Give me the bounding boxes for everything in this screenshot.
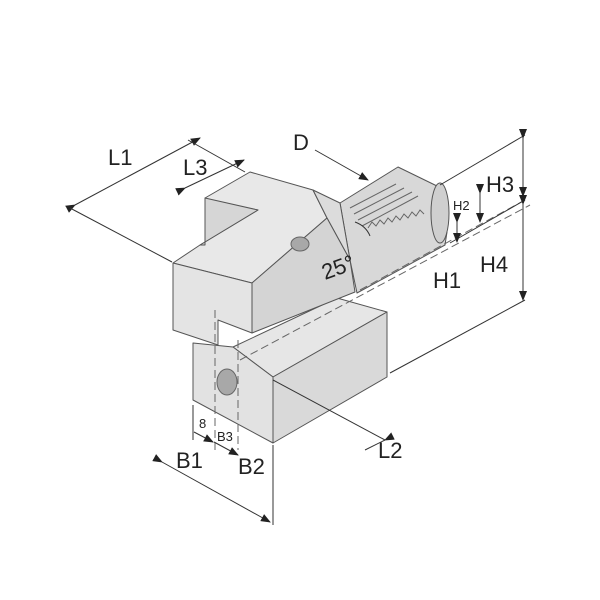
label-B2: B2 bbox=[238, 454, 265, 479]
hole-upper bbox=[290, 236, 310, 252]
label-H2: H2 bbox=[453, 198, 470, 213]
label-H3: H3 bbox=[486, 172, 514, 197]
hole-lower bbox=[216, 368, 238, 396]
label-L2: L2 bbox=[378, 438, 402, 463]
serrations bbox=[349, 183, 425, 229]
label-L3: L3 bbox=[183, 155, 207, 180]
label-B1: B1 bbox=[176, 448, 203, 473]
label-8: 8 bbox=[199, 416, 206, 431]
upper-block bbox=[172, 171, 356, 346]
dimension-lines bbox=[65, 129, 527, 525]
lower-block bbox=[192, 297, 388, 444]
label-D: D bbox=[293, 130, 309, 155]
label-B3: B3 bbox=[217, 429, 233, 444]
label-H1: H1 bbox=[433, 268, 461, 293]
label-L1: L1 bbox=[108, 145, 132, 170]
hidden-lines bbox=[214, 199, 531, 450]
label-H4: H4 bbox=[480, 252, 508, 277]
